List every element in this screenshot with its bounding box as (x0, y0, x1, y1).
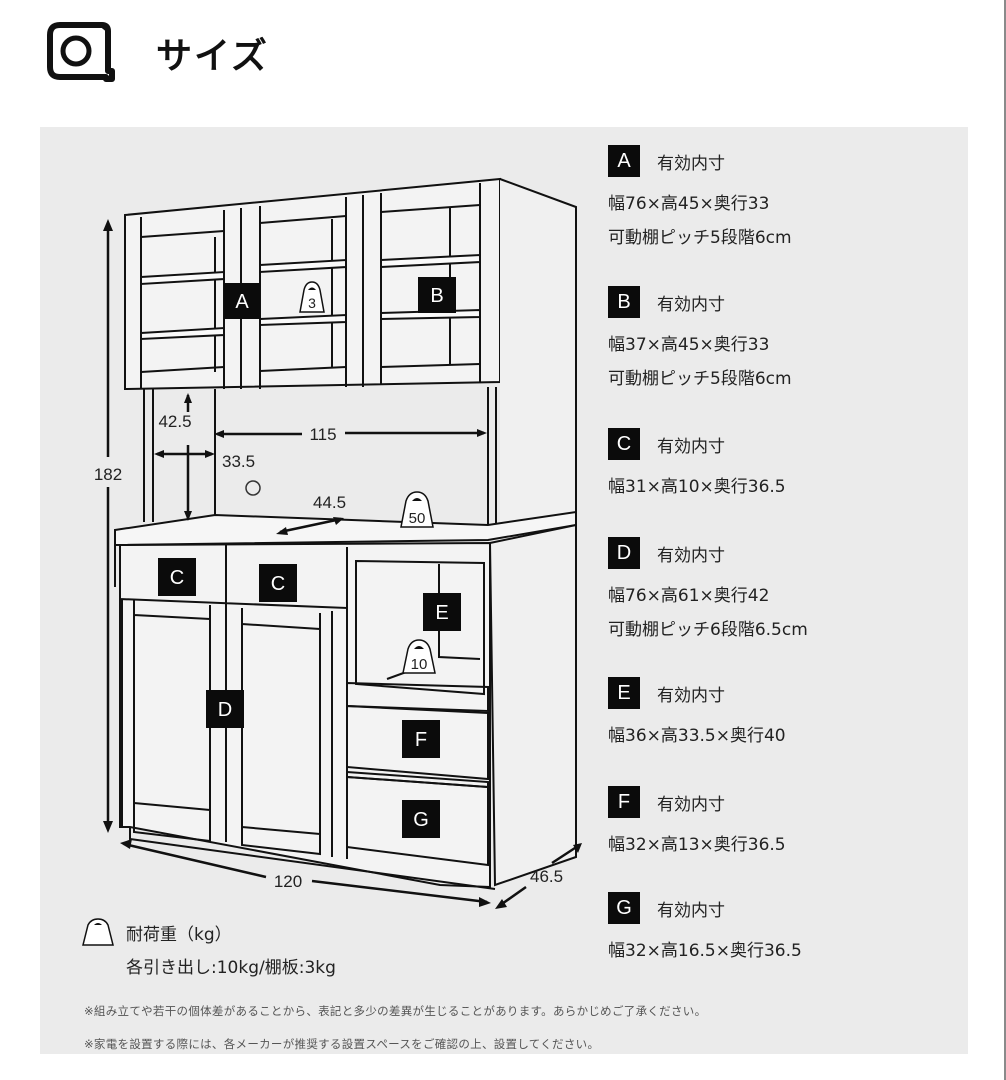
upper-cabinet-side (499, 178, 577, 528)
opening-width-line (217, 431, 484, 436)
dim-side-width: 33.5 (222, 452, 255, 471)
svg-text:10: 10 (411, 656, 428, 673)
page-edge-divider (1004, 0, 1006, 1080)
spec-item-a: A 有効内寸 幅76×高45×奥行33 可動棚ピッチ5段階6cm (608, 145, 792, 255)
load-capacity-title: 耐荷重（kg） (126, 924, 232, 945)
dim-total-height: 182 (94, 465, 122, 484)
spec-badge: E (608, 677, 640, 709)
spec-title: 有効内寸 (657, 545, 725, 566)
section-label-d: D (206, 690, 244, 728)
svg-text:C: C (170, 567, 184, 589)
spec-badge: C (608, 428, 640, 460)
lower-cabinet-side (488, 523, 577, 887)
spec-badge: B (608, 286, 640, 318)
spec-item-g: G 有効内寸 幅32×高16.5×奥行36.5 (608, 892, 802, 968)
tape-measure-icon (47, 22, 115, 82)
svg-text:A: A (235, 291, 249, 313)
weight-icon: 10 (402, 639, 436, 674)
outlet-icon (245, 480, 261, 496)
svg-text:E: E (435, 602, 448, 624)
svg-text:B: B (430, 285, 443, 307)
size-info-panel: 182 42.5 115 33.5 44.5 120 46.5 A B C C (40, 127, 968, 1054)
spec-shelf-pitch: 可動棚ピッチ5段階6cm (608, 228, 792, 248)
svg-text:D: D (218, 699, 232, 721)
spec-item-e: E 有効内寸 幅36×高33.5×奥行40 (608, 677, 786, 753)
spec-item-d: D 有効内寸 幅76×高61×奥行42 可動棚ピッチ6段階6.5cm (608, 537, 808, 647)
spec-item-b: B 有効内寸 幅37×高45×奥行33 可動棚ピッチ5段階6cm (608, 286, 792, 396)
spec-dimensions: 幅32×高13×奥行36.5 (608, 835, 786, 855)
svg-text:50: 50 (409, 510, 426, 527)
spec-title: 有効内寸 (657, 900, 725, 921)
width-dimension-line (123, 842, 488, 904)
svg-text:C: C (271, 573, 285, 595)
section-label-b: B (418, 277, 456, 313)
spec-dimensions: 幅76×高61×奥行42 (608, 586, 770, 606)
spec-item-c: C 有効内寸 幅31×高10×奥行36.5 (608, 428, 786, 504)
footnotes: ※組み立てや若干の個体差があることから、表記と多少の差異が生じることがあります。… (84, 995, 706, 1061)
weight-icon: 3 (299, 281, 325, 313)
dim-total-depth: 46.5 (530, 867, 563, 886)
load-capacity-note: 耐荷重（kg） 各引き出し:10kg/棚板:3kg (80, 917, 336, 978)
spec-shelf-pitch: 可動棚ピッチ5段階6cm (608, 369, 792, 389)
counter-depth-line (279, 517, 342, 534)
dim-counter-depth: 44.5 (313, 493, 346, 512)
spec-title: 有効内寸 (657, 794, 725, 815)
spec-badge: D (608, 537, 640, 569)
footnote-assembly: ※組み立てや若干の個体差があることから、表記と多少の差異が生じることがあります。… (84, 1004, 707, 1018)
svg-text:F: F (415, 729, 427, 751)
section-label-c-left: C (158, 558, 196, 596)
weight-icon: 50 (400, 491, 434, 528)
section-label-c-right: C (259, 564, 297, 602)
spec-dimensions: 幅76×高45×奥行33 (608, 194, 770, 214)
spec-title: 有効内寸 (657, 294, 725, 315)
spec-title: 有効内寸 (657, 685, 725, 706)
spec-dimensions: 幅31×高10×奥行36.5 (608, 477, 786, 497)
spec-title: 有効内寸 (657, 436, 725, 457)
section-label-e: E (423, 593, 461, 631)
dim-opening-height: 42.5 (158, 412, 191, 431)
spec-badge: F (608, 786, 640, 818)
spec-badge: A (608, 145, 640, 177)
section-header: サイズ (46, 18, 269, 88)
spec-title: 有効内寸 (657, 153, 725, 174)
section-label-f: F (402, 720, 440, 758)
page-title: サイズ (156, 36, 269, 77)
footnote-appliance: ※家電を設置する際には、各メーカーが推奨する設置スペースをご確認の上、設置してく… (84, 1037, 600, 1051)
section-label-a: A (224, 283, 260, 319)
svg-text:G: G (413, 809, 429, 831)
load-capacity-detail: 各引き出し:10kg/棚板:3kg (126, 958, 336, 978)
spec-dimensions: 幅37×高45×奥行33 (608, 335, 770, 355)
spec-dimensions: 幅32×高16.5×奥行36.5 (608, 941, 802, 961)
spec-item-f: F 有効内寸 幅32×高13×奥行36.5 (608, 786, 786, 862)
spec-shelf-pitch: 可動棚ピッチ6段階6.5cm (608, 620, 808, 640)
svg-text:3: 3 (308, 295, 316, 311)
cabinet-diagram: 182 42.5 115 33.5 44.5 120 46.5 A B C C (94, 177, 582, 909)
spec-badge: G (608, 892, 640, 924)
spec-dimensions: 幅36×高33.5×奥行40 (608, 726, 786, 746)
dim-opening-width: 115 (309, 425, 336, 444)
section-label-g: G (402, 800, 440, 838)
dim-total-width: 120 (274, 872, 302, 891)
weight-icon (82, 918, 114, 946)
